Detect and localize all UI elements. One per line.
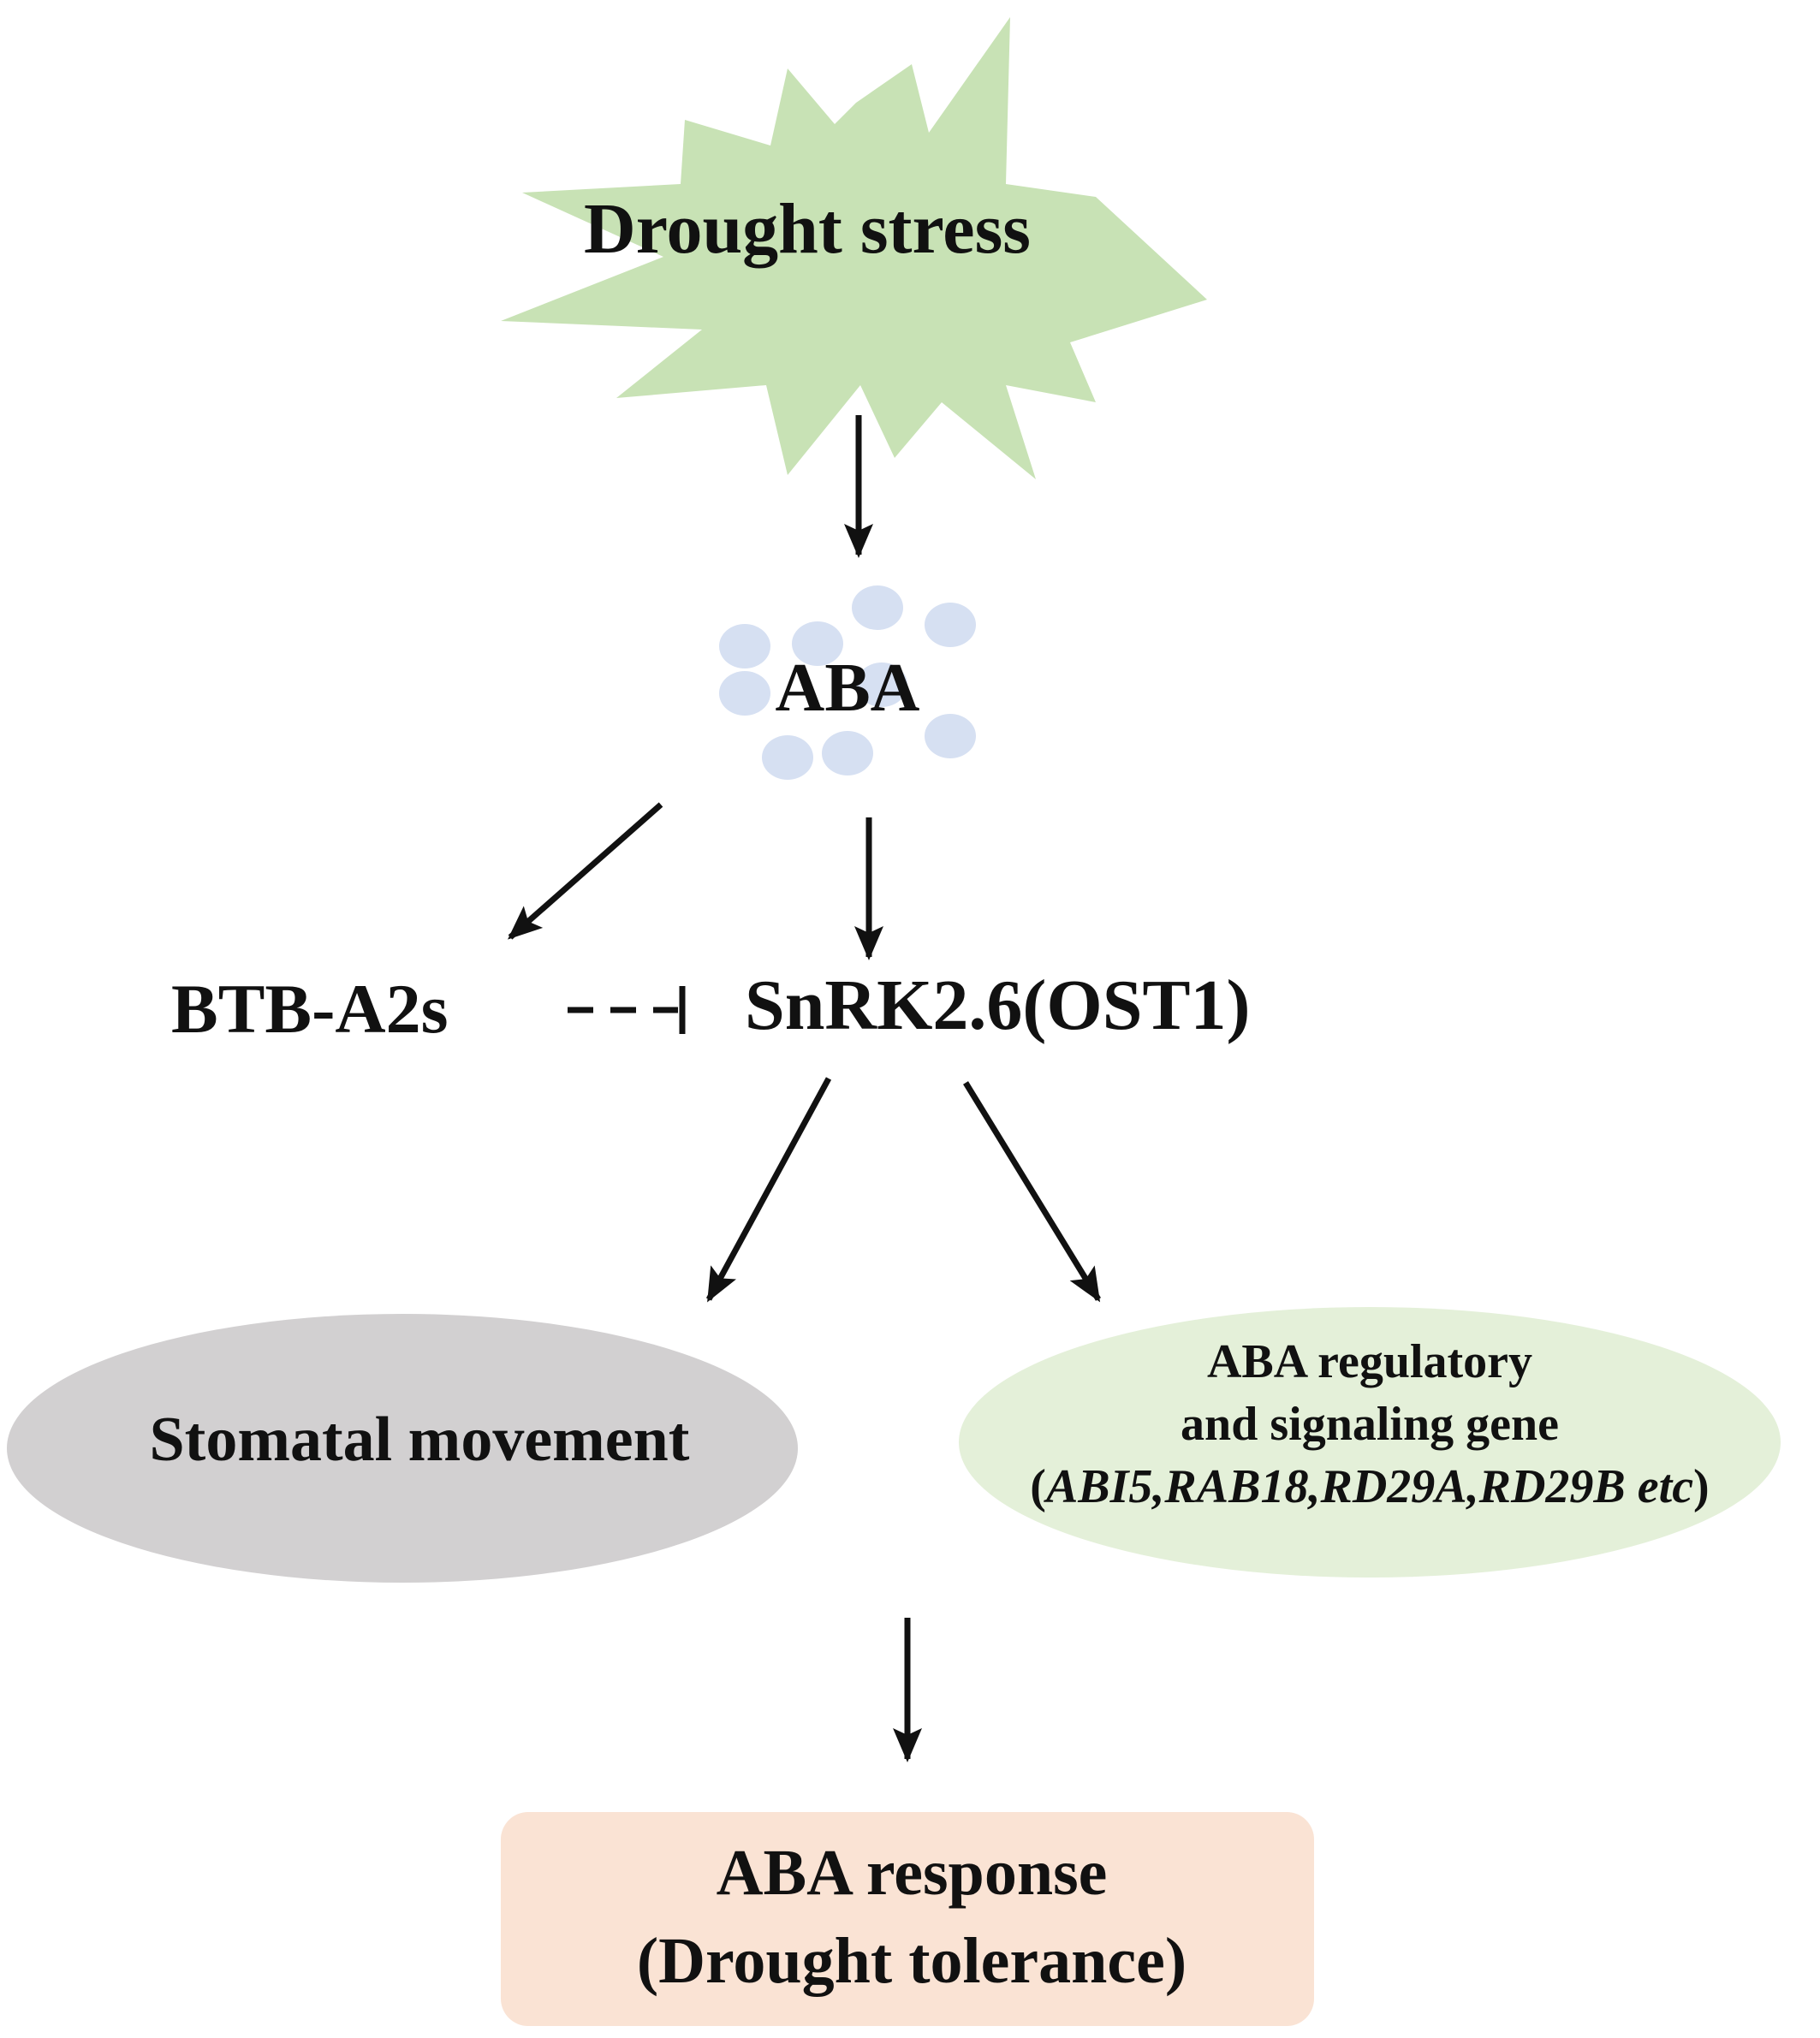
aba-dot — [822, 731, 873, 775]
aba-gene-names: ABI5,RAB18,RD29A,RD29B etc — [1045, 1459, 1694, 1513]
aba-response-line2: (Drought tolerance) — [636, 1924, 1187, 1997]
aba-dot — [856, 662, 907, 707]
aba-dots — [719, 585, 976, 780]
arrows — [507, 415, 1101, 1762]
stomatal-movement-label: Stomatal movement — [149, 1405, 690, 1475]
aba-dot — [792, 621, 843, 666]
aba-response-line1: ABA response — [716, 1837, 1108, 1909]
aba-dot — [719, 671, 770, 716]
arrow-aba-to-btb — [507, 802, 663, 940]
aba-dot — [852, 585, 903, 630]
aba-genes-line2: and signaling gene — [1181, 1397, 1559, 1451]
aba-label: ABA — [775, 651, 920, 726]
drought-stress-burst — [501, 17, 1207, 479]
aba-dot — [925, 714, 976, 758]
arrow-snrk-to-stomatal — [705, 1077, 832, 1303]
aba-genes-close-paren: ) — [1693, 1459, 1710, 1513]
aba-genes-line3: (ABI5,RAB18,RD29A,RD29B etc) — [967, 1456, 1772, 1518]
aba-genes-line1: ABA regulatory — [1206, 1335, 1533, 1388]
aba-dot — [719, 624, 770, 668]
btb-a2s-label: BTB-A2s — [171, 970, 449, 1048]
stomatal-movement-ellipse — [7, 1314, 798, 1583]
aba-dot — [925, 603, 976, 647]
inhibition-btb-snrk — [568, 986, 686, 1034]
aba-response-label: ABA response (Drought tolerance) — [505, 1829, 1318, 2005]
aba-genes-open-paren: ( — [1030, 1459, 1046, 1513]
arrow-snrk-to-genes — [963, 1081, 1101, 1303]
aba-genes-label: ABA regulatory and signaling gene (ABI5,… — [967, 1331, 1772, 1518]
aba-genes-ellipse — [959, 1307, 1781, 1578]
drought-stress-label: Drought stress — [584, 189, 1031, 269]
aba-response-box — [501, 1812, 1314, 2026]
aba-dot — [762, 735, 813, 780]
snrk26-label: SnRK2.6(OST1) — [745, 966, 1251, 1045]
